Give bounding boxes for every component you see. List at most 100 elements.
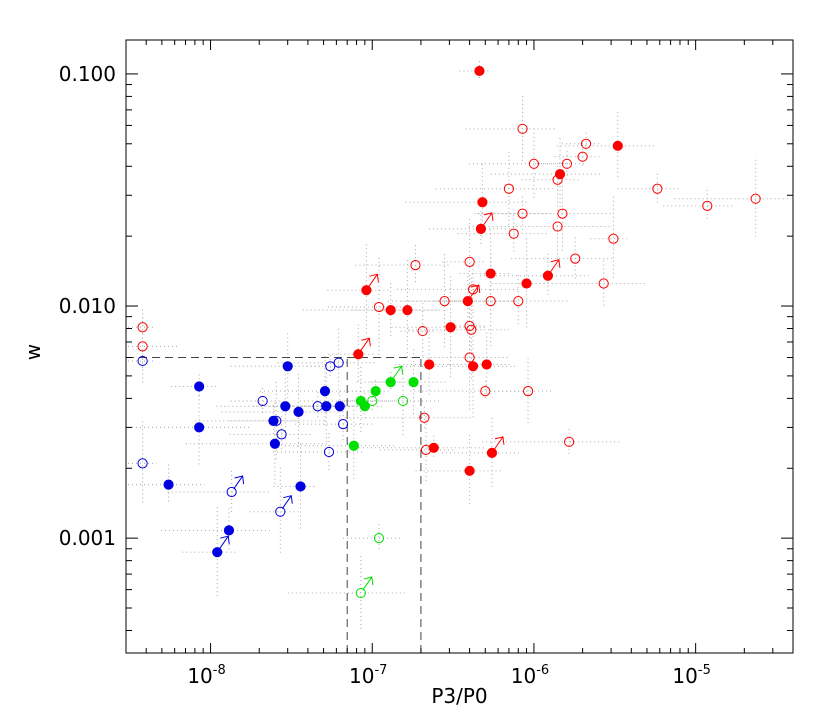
red-open-point (417, 325, 428, 337)
red-arrowhead (470, 284, 481, 294)
blue-filled-point (269, 438, 280, 449)
axis-ticks-layer (125, 40, 794, 653)
red-open-point (570, 253, 581, 264)
red-open-point (503, 183, 515, 194)
blue-open-point (226, 486, 237, 498)
red-filled-point (385, 305, 396, 316)
red-open-point (137, 341, 148, 352)
red-open-point (373, 301, 385, 313)
green-arrowhead (393, 365, 404, 375)
blue-filled-point (319, 386, 331, 397)
blue-filled-point (295, 481, 306, 492)
x-tick-label: 10-7 (349, 663, 387, 688)
red-arrowhead (483, 212, 494, 221)
blue-filled-point (212, 547, 223, 558)
green-open-point (397, 395, 409, 407)
red-filled-point (474, 65, 485, 77)
red-filled-point (402, 305, 413, 316)
red-open-point (608, 233, 619, 244)
blue-open-point (275, 506, 286, 517)
blue-open-point (137, 355, 148, 367)
reference-lines-layer (126, 357, 422, 653)
red-filled-point (445, 322, 456, 333)
red-open-point (702, 200, 713, 212)
red-open-point (750, 193, 761, 204)
blue-filled-point (194, 381, 205, 392)
blue-filled-point (194, 422, 205, 433)
red-open-point (464, 352, 475, 363)
red-filled-point (521, 278, 532, 289)
blue-open-point (323, 446, 335, 458)
green-arrow (392, 365, 403, 380)
red-open-point (522, 386, 534, 397)
red-filled-point (481, 359, 492, 370)
blue-arrow (218, 535, 229, 550)
blue-open-point (276, 429, 287, 440)
red-arrow (367, 273, 378, 288)
red-filled-point (554, 169, 566, 180)
red-filled-point (361, 285, 372, 296)
blue-open-point (333, 357, 344, 368)
blue-arrow (281, 495, 292, 509)
blue-arrowhead (220, 535, 230, 545)
red-open-point (557, 208, 568, 219)
red-open-point (564, 436, 575, 447)
red-filled-point (424, 359, 435, 370)
red-arrow (482, 212, 493, 227)
red-arrowhead (361, 337, 371, 347)
blue-filled-point (163, 479, 174, 490)
green-open-point (367, 395, 378, 407)
red-filled-point (467, 361, 479, 372)
green-filled-point (408, 377, 419, 388)
y-tick-label: 0.001 (59, 526, 116, 550)
red-arrow (493, 436, 504, 451)
plot-frame (125, 39, 794, 654)
green-open-point (373, 533, 385, 544)
red-open-point (480, 386, 491, 397)
blue-filled-point (334, 401, 345, 412)
red-open-point (561, 158, 573, 169)
blue-open-point (137, 458, 148, 469)
red-filled-point (353, 349, 364, 360)
red-arrow (469, 284, 480, 299)
red-filled-point (475, 223, 487, 234)
red-open-point (517, 208, 528, 219)
red-filled-point (477, 197, 488, 208)
blue-filled-point (280, 401, 291, 412)
blue-open-point (271, 415, 282, 426)
blue-filled-point (321, 401, 332, 412)
blue-open-point (325, 361, 336, 372)
red-filled-point (485, 268, 496, 279)
y-axis-title: w (21, 344, 45, 360)
x-tick-label: 10-6 (511, 663, 549, 688)
red-open-point (598, 278, 609, 289)
green-filled-point (370, 386, 381, 397)
red-filled-point (612, 140, 623, 151)
y-tick-label: 0.010 (59, 294, 116, 318)
red-open-point (517, 123, 528, 134)
red-filled-point (464, 465, 475, 476)
red-open-point (552, 221, 563, 232)
red-open-point (552, 174, 563, 185)
blue-filled-point (293, 406, 304, 417)
x-axis-title: P3/P0 (431, 684, 487, 708)
red-arrow (549, 259, 560, 274)
blue-open-point (257, 395, 268, 407)
blue-arrow (233, 475, 244, 490)
red-filled-point (462, 296, 473, 307)
red-filled-point (486, 447, 498, 458)
red-open-point (513, 296, 524, 307)
red-open-point (577, 151, 588, 162)
red-arrow (359, 337, 370, 352)
blue-filled-point (268, 415, 279, 426)
red-arrowhead (369, 273, 379, 283)
red-arrowhead (550, 259, 561, 268)
red-open-point (464, 256, 475, 267)
green-filled-point (348, 440, 359, 451)
red-open-point (419, 412, 430, 423)
red-open-point (485, 296, 496, 307)
green-arrowhead (363, 576, 374, 586)
